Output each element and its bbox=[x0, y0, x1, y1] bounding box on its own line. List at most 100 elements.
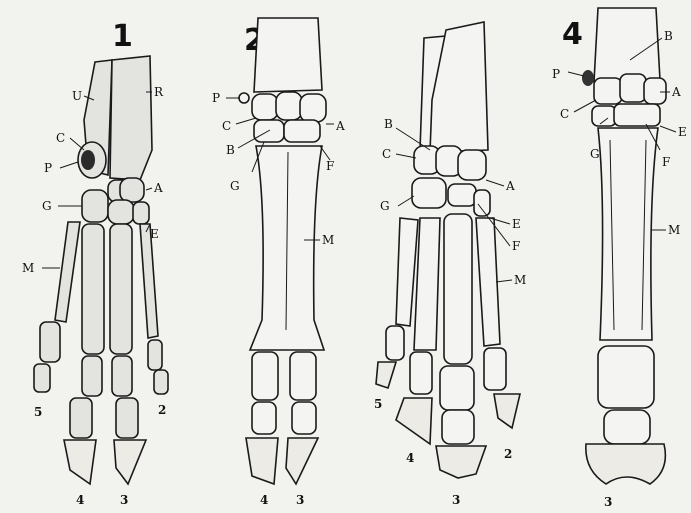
phalanx-3a bbox=[112, 356, 132, 396]
figure-4: 4 B P A C E G F M 3 bbox=[552, 8, 687, 509]
carpal-b bbox=[276, 92, 302, 120]
carpal-f bbox=[614, 104, 660, 126]
phalanx-3b bbox=[442, 410, 474, 444]
hoof-digit-3 bbox=[114, 440, 146, 484]
digit-label: 2 bbox=[504, 447, 512, 461]
radius-ulna-bone bbox=[254, 18, 322, 92]
metacarpal-5 bbox=[55, 222, 80, 322]
radius-bone bbox=[110, 56, 152, 180]
label-c: C bbox=[560, 107, 569, 121]
carpal-a bbox=[644, 78, 666, 104]
label-b: B bbox=[384, 117, 393, 131]
label-g: G bbox=[380, 199, 390, 213]
cannon-bone bbox=[598, 128, 658, 340]
carpal-center bbox=[108, 200, 134, 224]
label-a: A bbox=[505, 179, 515, 193]
label-g: G bbox=[42, 199, 52, 213]
carpal-g bbox=[592, 106, 616, 126]
hoof-digit-3 bbox=[286, 438, 318, 484]
phalanx-4b bbox=[70, 398, 92, 438]
label-r: R bbox=[154, 85, 164, 99]
phalanx-5b bbox=[34, 364, 50, 392]
label-c: C bbox=[382, 147, 391, 161]
label-p: P bbox=[552, 67, 560, 81]
label-p: P bbox=[212, 91, 220, 105]
carpal-a bbox=[458, 150, 486, 180]
radius-bone bbox=[594, 8, 660, 82]
metacarpal-3 bbox=[444, 214, 472, 364]
label-p: P bbox=[44, 161, 52, 175]
figure-1-number: 1 bbox=[112, 19, 133, 54]
label-a: A bbox=[153, 181, 163, 195]
carpal-c bbox=[252, 94, 278, 120]
figure-2: 2 P C A B G F M 4 3 bbox=[212, 18, 345, 507]
digit-label: 5 bbox=[374, 397, 382, 411]
label-a: A bbox=[335, 119, 345, 133]
phalanx-2b bbox=[154, 370, 168, 394]
hoof-digit-4 bbox=[396, 398, 432, 444]
label-m: M bbox=[22, 261, 34, 275]
hoof-digit-3 bbox=[436, 446, 486, 478]
carpal-e bbox=[133, 202, 149, 224]
carpal-g bbox=[412, 178, 446, 208]
phalanx-3b bbox=[604, 410, 650, 444]
figure-3: 3 B C A G E F M 5 4 2 bbox=[374, 22, 526, 507]
label-e: E bbox=[512, 217, 521, 231]
carpal-a bbox=[120, 178, 144, 202]
label-g: G bbox=[590, 147, 600, 161]
figure-4-number: 4 bbox=[562, 17, 583, 52]
carpal-a bbox=[300, 94, 326, 122]
digit-label: 3 bbox=[452, 493, 460, 507]
hoof-digit-4 bbox=[246, 438, 278, 484]
label-c: C bbox=[222, 119, 231, 133]
label-e: E bbox=[678, 125, 687, 139]
hoof-digit-3 bbox=[586, 444, 666, 484]
phalanx-5a bbox=[386, 326, 404, 360]
phalanx-2a bbox=[484, 348, 506, 390]
phalanx-3a bbox=[440, 366, 474, 410]
carpal-e bbox=[474, 190, 490, 216]
digit-label: 4 bbox=[406, 451, 414, 465]
metacarpal-4 bbox=[82, 224, 104, 354]
metacarpal-4 bbox=[414, 218, 440, 350]
phalanx-3b bbox=[292, 402, 316, 434]
carpal-f bbox=[448, 184, 476, 206]
label-c: C bbox=[56, 131, 65, 145]
label-f: F bbox=[512, 239, 520, 253]
phalanx-4a bbox=[410, 352, 432, 394]
phalanx-3a bbox=[290, 352, 316, 400]
digit-label: 4 bbox=[76, 493, 84, 507]
phalanx-4b bbox=[252, 402, 276, 434]
carpal-b bbox=[620, 74, 646, 102]
phalanx-4a bbox=[252, 352, 278, 400]
label-f: F bbox=[326, 159, 334, 173]
pisiform-shading bbox=[81, 150, 95, 170]
figure-1: 1 U R C P A G E M bbox=[22, 19, 168, 507]
pisiform-bone bbox=[239, 93, 249, 103]
digit-label: 2 bbox=[158, 403, 166, 417]
phalanx-3a bbox=[598, 346, 654, 408]
label-u: U bbox=[72, 89, 82, 103]
carpal-g bbox=[82, 190, 108, 222]
digit-label: 3 bbox=[120, 493, 128, 507]
carpal-c bbox=[594, 78, 622, 104]
hoof-digit-2 bbox=[494, 394, 520, 428]
label-m: M bbox=[514, 273, 526, 287]
label-m: M bbox=[322, 233, 334, 247]
hoof-digit-5 bbox=[376, 362, 396, 388]
phalanx-3b bbox=[116, 398, 138, 438]
label-f: F bbox=[662, 155, 670, 169]
metacarpal-3 bbox=[110, 224, 132, 354]
digit-label: 3 bbox=[296, 493, 304, 507]
label-m: M bbox=[668, 223, 680, 237]
phalanx-4a bbox=[82, 356, 102, 396]
digit-label: 4 bbox=[260, 493, 268, 507]
carpal-f bbox=[284, 120, 320, 142]
metacarpal-5 bbox=[396, 218, 418, 326]
label-a: A bbox=[671, 85, 681, 99]
digit-label: 3 bbox=[604, 495, 612, 509]
label-b: B bbox=[664, 29, 673, 43]
label-e: E bbox=[150, 227, 159, 241]
pisiform-bone bbox=[582, 70, 594, 86]
